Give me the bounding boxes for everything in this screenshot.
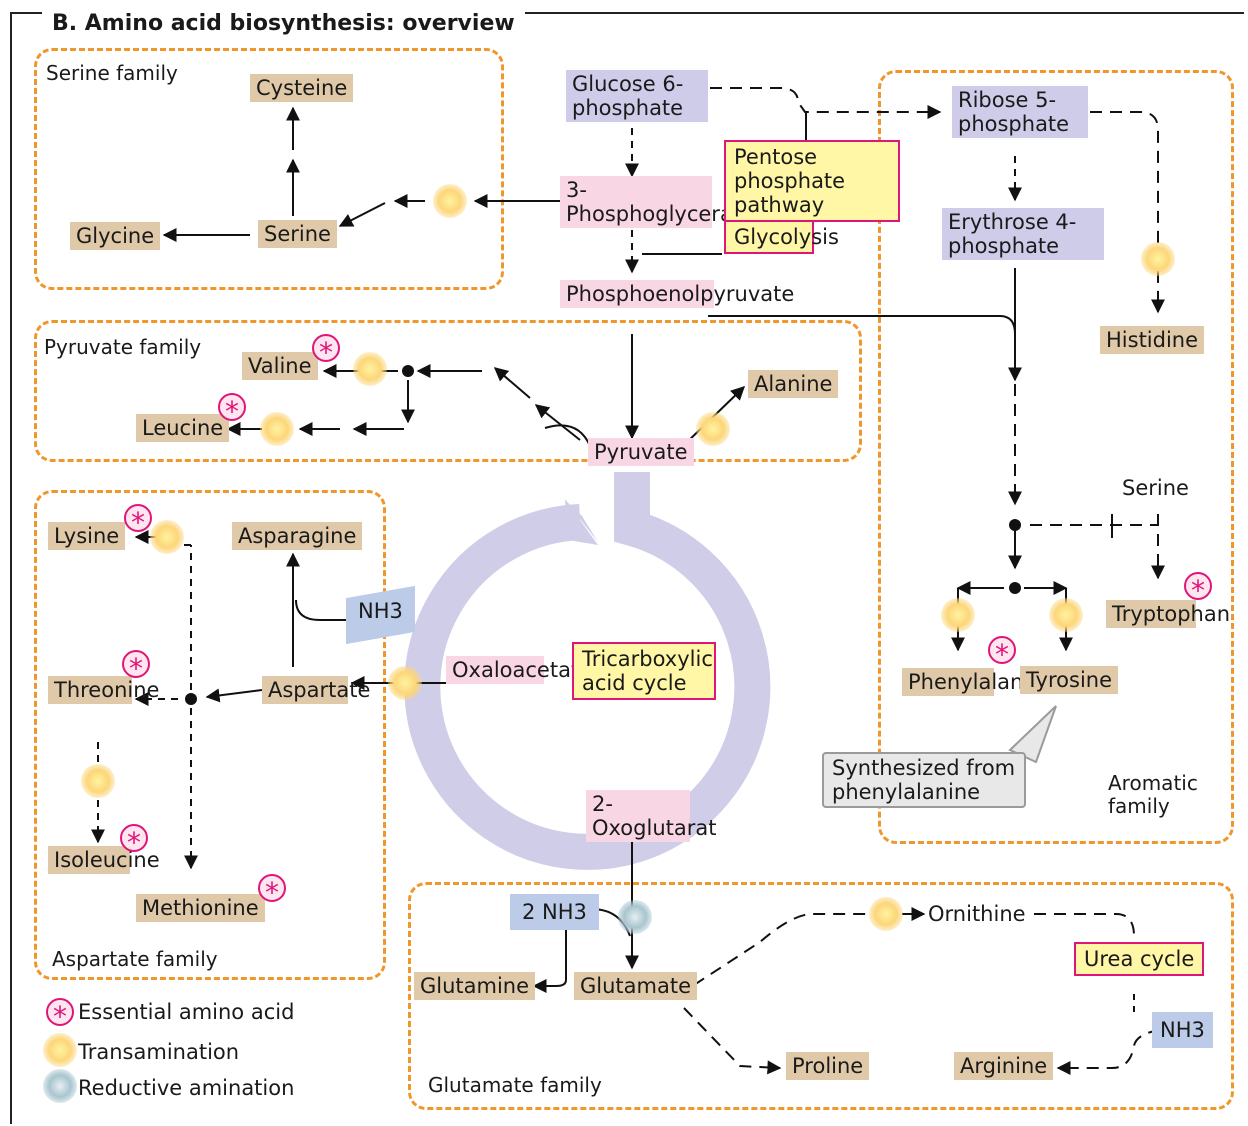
transamination-valine-icon	[353, 352, 387, 386]
legend-essential-label: Essential amino acid	[78, 1000, 295, 1024]
glutamate-family-label: Glutamate family	[428, 1073, 602, 1097]
3-phosphoglycerate: 3-Phosphoglycerate	[560, 176, 754, 228]
ribose-5-phosphate: Ribose 5-phosphate	[952, 86, 1088, 138]
legend-reductive-amination-label: Reductive amination	[78, 1076, 295, 1100]
glutamate: Glutamate	[574, 972, 697, 1000]
transamination-alanine-icon	[696, 412, 730, 446]
glucose-6-phosphate: Glucose 6-phosphate	[566, 70, 708, 122]
legend-reductive-amination-icon	[43, 1069, 77, 1103]
asparagine: Asparagine	[232, 522, 363, 550]
essential-tryptophan-icon: *	[1184, 572, 1212, 600]
serine-family-label: Serine family	[46, 61, 178, 85]
pyruvate: Pyruvate	[588, 438, 694, 466]
pyruvate-family-label: Pyruvate family	[44, 335, 202, 359]
transamination-ornithine-icon	[869, 897, 903, 931]
alanine: Alanine	[748, 370, 839, 398]
serine-donor: Serine	[1122, 476, 1189, 500]
aspartate-family-box	[34, 490, 386, 980]
cysteine: Cysteine	[250, 74, 354, 102]
erythrose-4-phosphate: Erythrose 4-phosphate	[942, 208, 1104, 260]
essential-threonine-icon: *	[122, 650, 150, 678]
transamination-histidine-icon	[1141, 242, 1175, 276]
ornithine: Ornithine	[928, 902, 1026, 926]
lysine: Lysine	[48, 522, 126, 550]
glycine: Glycine	[70, 222, 161, 250]
legend-transamination-icon	[43, 1033, 77, 1067]
valine: Valine	[242, 352, 318, 380]
transamination-serine-icon	[433, 184, 467, 218]
diagram-title: B. Amino acid biosynthesis: overview	[42, 12, 525, 36]
aromatic-family-box	[878, 70, 1234, 844]
oxaloacetate: Oxaloacetate	[446, 656, 592, 684]
threonine: Threonine	[48, 676, 159, 704]
essential-leucine-icon: *	[218, 393, 246, 421]
tryptophan: Tryptophan	[1106, 600, 1230, 628]
tricarboxylic-acid-cycle: Tricarboxylic acid cycle	[572, 642, 716, 700]
transamination-phenylalanine-icon	[941, 598, 975, 632]
glutamate-family-box	[408, 882, 1234, 1110]
transamination-isoleucine-icon	[81, 764, 115, 798]
synthesized-from-phenylalanine-callout: Synthesized from phenylalanine	[822, 752, 1026, 808]
phosphoenolpyruvate: Phosphoenolpyruvate	[560, 280, 794, 308]
transamination-aspartate-icon	[388, 666, 422, 700]
tyrosine: Tyrosine	[1020, 666, 1119, 694]
legend-essential-icon: *	[46, 998, 74, 1026]
proline: Proline	[786, 1052, 870, 1080]
essential-methionine-icon: *	[258, 874, 286, 902]
pyruvate-family-box	[34, 320, 862, 462]
reductive-amination-glutamate-icon	[618, 900, 652, 934]
serine-family-box	[34, 48, 504, 290]
essential-lysine-icon: *	[124, 504, 152, 532]
pentose-phosphate-pathway: Pentose phosphate pathway	[724, 140, 900, 222]
leucine: Leucine	[136, 414, 230, 442]
tca-cycle-ring	[404, 472, 771, 870]
ammonia-asparagine-label: NH3	[358, 599, 403, 623]
essential-valine-icon: *	[312, 334, 340, 362]
arginine: Arginine	[954, 1052, 1054, 1080]
ammonia-glutamine: 2 NH3	[510, 894, 599, 930]
essential-phenylalanine-icon: *	[988, 636, 1016, 664]
serine: Serine	[258, 220, 337, 248]
glycolysis: Glycolysis	[724, 220, 839, 254]
2-oxoglutarat: 2-Oxoglutarat	[586, 790, 716, 842]
ammonia-arginine: NH3	[1152, 1012, 1213, 1048]
methionine: Methionine	[136, 894, 265, 922]
phenylalanine: Phenylalanine	[902, 668, 1055, 696]
urea-cycle: Urea cycle	[1074, 942, 1205, 976]
transamination-lysine-icon	[150, 520, 184, 554]
callout-text: Synthesized from phenylalanine	[832, 756, 1016, 804]
transamination-tyrosine-icon	[1049, 598, 1083, 632]
glutamine: Glutamine	[414, 972, 536, 1000]
transamination-leucine-icon	[260, 412, 294, 446]
isoleucine: Isoleucine	[48, 846, 160, 874]
frame: B. Amino acid biosynthesis: overview	[10, 12, 1244, 1124]
aspartate: Aspartate	[262, 676, 370, 704]
essential-isoleucine-icon: *	[120, 824, 148, 852]
aromatic-family-label: Aromatic family	[1108, 771, 1198, 818]
legend-transamination-label: Transamination	[78, 1040, 240, 1064]
aspartate-family-label: Aspartate family	[52, 947, 218, 971]
histidine: Histidine	[1100, 326, 1205, 354]
